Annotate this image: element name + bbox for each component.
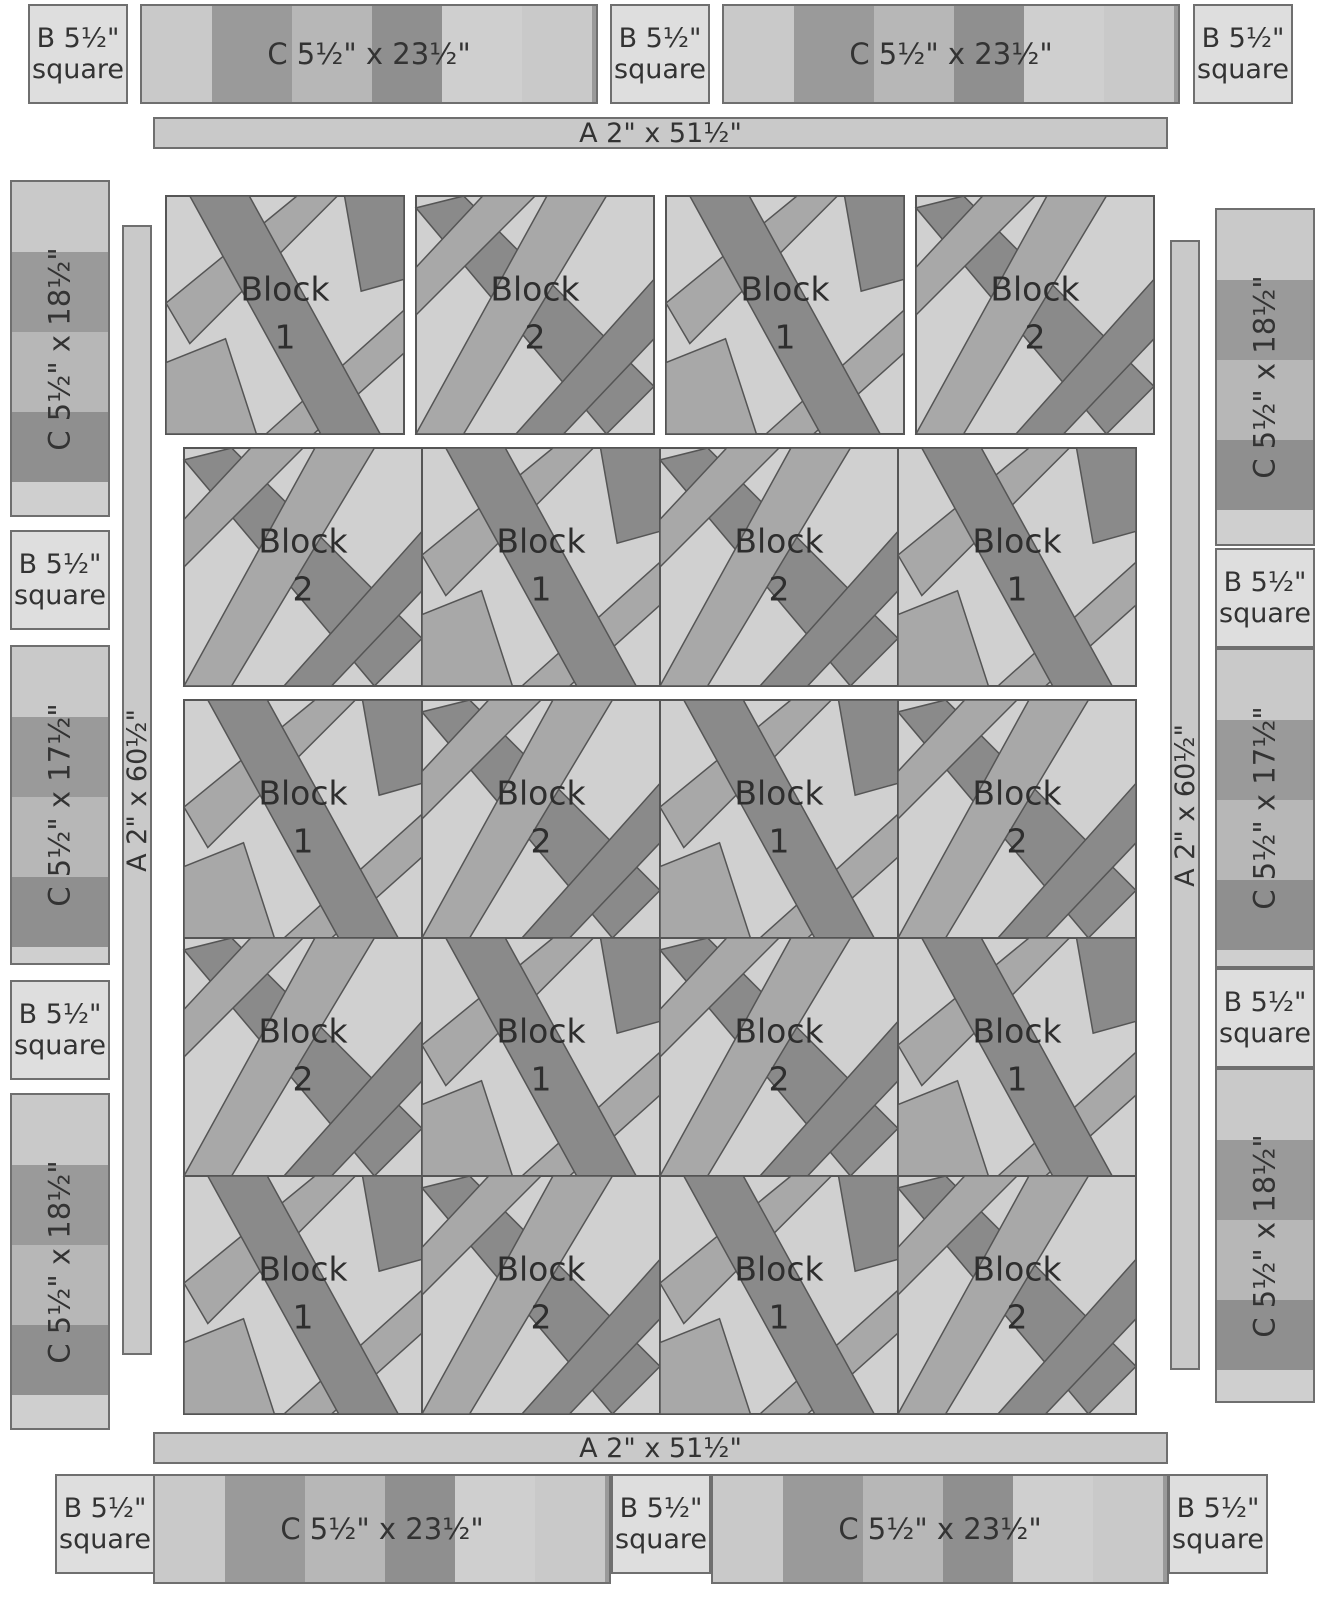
block-label-number: 2 [769,1059,790,1098]
quilt-block-1: Block 1 [422,448,660,686]
block-label-number: 2 [531,1297,552,1336]
block-label-number: 1 [531,1059,552,1098]
quilt-block-1: Block 1 [666,196,904,434]
quilt-block-1: Block 1 [898,938,1136,1176]
block-label-word: Block [972,1012,1062,1051]
block-label-number: 1 [775,317,796,356]
block-label-word: Block [258,1250,348,1289]
quilt-block-1: Block 1 [898,448,1136,686]
block-label-number: 2 [1007,1297,1028,1336]
block-label-number: 1 [769,1297,790,1336]
block-label-number: 1 [275,317,296,356]
block-label-word: Block [258,1012,348,1051]
block-label-number: 2 [1025,317,1046,356]
block-label-word: Block [972,1250,1062,1289]
quilt-block-2: Block 2 [898,1176,1136,1414]
block-label-number: 1 [1007,569,1028,608]
block-label-number: 2 [293,569,314,608]
quilt-block-2: Block 2 [416,196,654,434]
block-label-word: Block [740,270,830,309]
block-label-number: 2 [769,569,790,608]
block-label-word: Block [972,522,1062,561]
quilt-block-2: Block 2 [898,700,1136,938]
block-label-word: Block [734,1012,824,1051]
quilt-block-2: Block 2 [660,938,898,1176]
quilt-block-1: Block 1 [166,196,404,434]
block-label-word: Block [496,522,586,561]
quilt-block-2: Block 2 [184,448,422,686]
quilt-block-2: Block 2 [422,700,660,938]
block-label-number: 2 [525,317,546,356]
quilt-block-1: Block 1 [184,1176,422,1414]
block-label-word: Block [734,1250,824,1289]
quilt-block-2: Block 2 [184,938,422,1176]
block-label-word: Block [496,1250,586,1289]
block-label-number: 2 [531,821,552,860]
quilt-block-1: Block 1 [660,700,898,938]
quilt-block-2: Block 2 [916,196,1154,434]
block-label-word: Block [496,774,586,813]
block-label-number: 1 [1007,1059,1028,1098]
quilt-block-1: Block 1 [422,938,660,1176]
block-label-word: Block [734,522,824,561]
block-label-word: Block [258,774,348,813]
block-label-number: 1 [293,821,314,860]
block-label-word: Block [990,270,1080,309]
block-label-number: 1 [769,821,790,860]
quilt-block-2: Block 2 [660,448,898,686]
quilt-block-1: Block 1 [660,1176,898,1414]
quilt-block-2: Block 2 [422,1176,660,1414]
block-label-number: 1 [531,569,552,608]
block-label-word: Block [496,1012,586,1051]
block-label-word: Block [490,270,580,309]
block-label-number: 1 [293,1297,314,1336]
block-label-word: Block [240,270,330,309]
quilt-block-1: Block 1 [184,700,422,938]
block-label-word: Block [734,774,824,813]
block-label-word: Block [972,774,1062,813]
block-label-number: 2 [1007,821,1028,860]
block-label-number: 2 [293,1059,314,1098]
block-label-word: Block [258,522,348,561]
